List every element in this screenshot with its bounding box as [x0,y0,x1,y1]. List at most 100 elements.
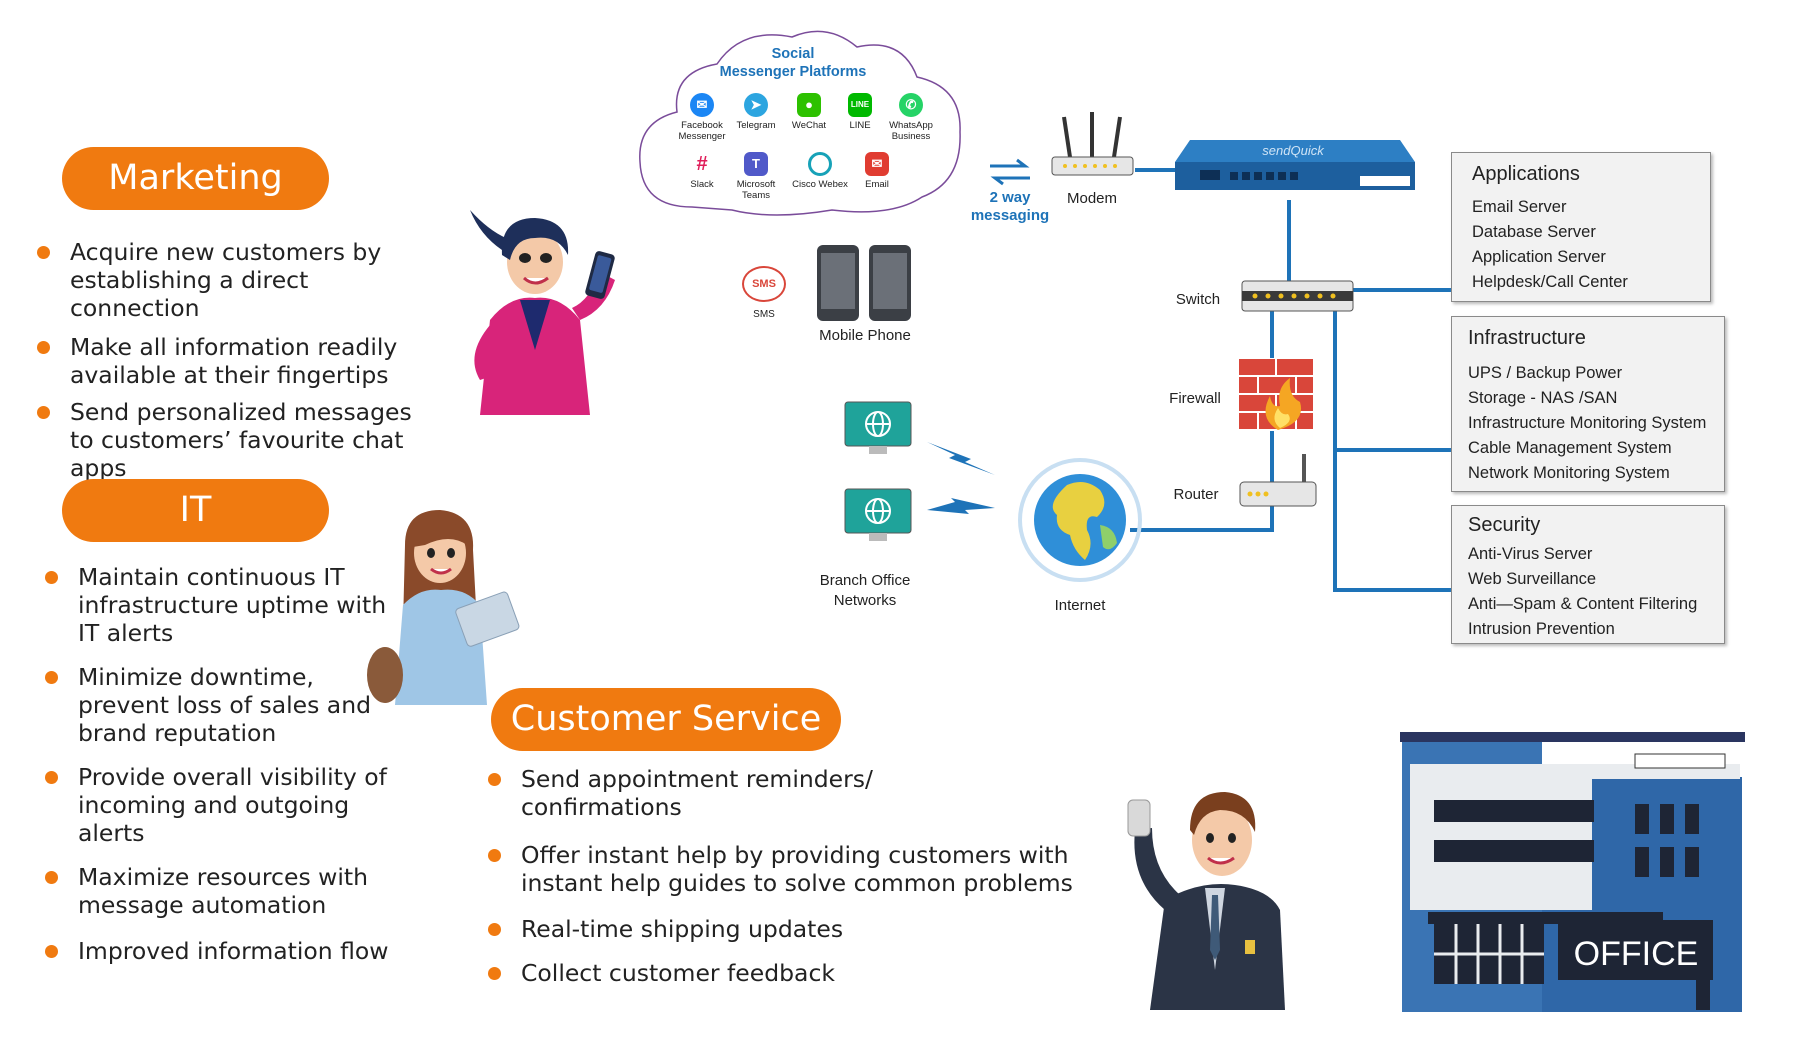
sms-label: SMS [753,309,775,320]
app-label: Telegram [736,120,776,131]
list-item: Helpdesk/Call Center [1472,273,1628,291]
security-title: Security [1468,514,1541,536]
mobile-phone-icon [817,245,911,321]
router-label: Router [1173,486,1219,503]
branch-monitor-icon [844,488,912,541]
line-bus-infrastructure [1333,448,1451,452]
router-icon [1239,454,1317,507]
app-label: WhatsApp Business [889,120,933,142]
wechat-icon: ● [797,93,821,117]
app-label: WeChat [791,120,827,131]
list-item: Email Server [1472,198,1567,216]
whatsapp-icon: ✆ [899,93,923,117]
modem-label: Modem [1066,190,1118,207]
infrastructure-title: Infrastructure [1468,327,1586,349]
marketing-woman-illustration [470,210,615,415]
list-item: Provide overall visibility of incoming a… [42,763,392,847]
cloud-title-line1: Social [771,46,815,62]
line-appliance-switch [1287,200,1291,282]
list-item: Network Monitoring System [1468,464,1670,482]
app-line: LINE LINE [829,93,891,131]
list-item: Anti—Spam & Content Filtering [1468,595,1698,613]
branch-line2: Networks [833,592,897,609]
app-label: Slack [690,179,714,190]
app-label: Email [865,179,889,190]
infrastructure-box: Infrastructure UPS / Backup Power Storag… [1451,316,1725,492]
two-way-line2: messaging [970,207,1050,224]
two-way-messaging-label: 2 way messaging [955,189,1065,225]
modem-icon [1051,112,1134,176]
list-item: Storage - NAS /SAN [1468,389,1618,407]
two-way-arrows-icon [990,158,1030,186]
cloud-title: Social Messenger Platforms [698,45,888,81]
line-icon: LINE [848,93,872,117]
telegram-icon: ➤ [744,93,768,117]
mobile-phone-label: Mobile Phone [819,327,911,344]
applications-title: Applications [1472,163,1580,185]
app-telegram: ➤ Telegram [725,93,787,131]
app-label: LINE [849,120,871,131]
list-item: Make all information readily available a… [34,333,434,389]
firewall-label: Firewall [1169,390,1221,407]
list-item: Acquire new customers by establishing a … [34,238,434,322]
office-label: OFFICE [1573,935,1699,973]
slack-icon: # [690,152,714,176]
line-modem-appliance [1135,168,1175,172]
security-box: Security Anti-Virus Server Web Surveilla… [1451,505,1725,644]
list-item: Collect customer feedback [485,959,1085,987]
line-switch-applications [1352,288,1452,292]
app-label: Cisco Webex [792,179,848,190]
list-item: Offer instant help by providing customer… [485,841,1085,897]
internet-label: Internet [1054,597,1106,614]
line-bus-security [1333,588,1451,592]
businessman-illustration [1127,792,1285,1010]
sms-icon: SMS [742,266,786,302]
customer-service-list: Send appointment reminders/ confirmation… [485,765,1085,987]
list-item: Maintain continuous IT infrastructure up… [42,563,392,647]
it-heading: IT [62,479,329,542]
app-facebook-messenger: ✉ Facebook Messenger [671,93,733,142]
applications-list: Email Server Database Server Application… [1472,195,1628,295]
two-way-line1: 2 way [989,189,1031,206]
customer-service-heading: Customer Service [491,688,841,751]
list-item: UPS / Backup Power [1468,364,1623,382]
security-list: Anti-Virus Server Web Surveillance Anti—… [1468,542,1697,642]
list-item: Minimize downtime, prevent loss of sales… [42,663,392,747]
switch-icon [1241,280,1354,312]
line-bus-vertical [1333,290,1337,590]
facebook-messenger-icon: ✉ [690,93,714,117]
app-whatsapp-business: ✆ WhatsApp Business [880,93,942,142]
sendquick-brand-label: sendQuick [1262,143,1324,158]
email-icon: ✉ [865,152,889,176]
list-item: Improved information flow [42,937,392,965]
app-microsoft-teams: T Microsoft Teams [725,152,787,201]
list-item: Infrastructure Monitoring System [1468,414,1707,432]
branch-line1: Branch Office [819,572,911,589]
marketing-heading: Marketing [62,147,329,210]
office-building-illustration [1400,732,1745,1012]
app-label: Facebook Messenger [678,120,726,142]
line-router-internet [1130,528,1274,532]
list-item: Cable Management System [1468,439,1672,457]
it-list: Maintain continuous IT infrastructure up… [42,563,392,965]
list-item: Anti-Virus Server [1468,545,1593,563]
list-item: Application Server [1472,248,1606,266]
branch-office-label: Branch Office Networks [800,571,930,611]
applications-box: Applications Email Server Database Serve… [1451,152,1711,302]
sendquick-appliance-icon [1175,140,1415,190]
app-email: ✉ Email [846,152,908,190]
cloud-title-line2: Messenger Platforms [719,64,867,80]
app-cisco-webex: Cisco Webex [789,152,851,190]
list-item: Maximize resources with message automati… [42,863,392,919]
cisco-webex-icon [808,152,832,176]
internet-globe-icon [1018,458,1142,582]
list-item: Web Surveillance [1468,570,1597,588]
switch-label: Switch [1175,291,1221,308]
it-woman-illustration [367,510,520,705]
list-item: Database Server [1472,223,1596,241]
app-label: Microsoft Teams [736,179,776,201]
list-item: Send appointment reminders/ confirmation… [485,765,911,821]
branch-monitor-icon [844,401,912,454]
list-item: Real-time shipping updates [485,915,1085,943]
list-item: Send personalized messages to customers’… [34,398,434,482]
